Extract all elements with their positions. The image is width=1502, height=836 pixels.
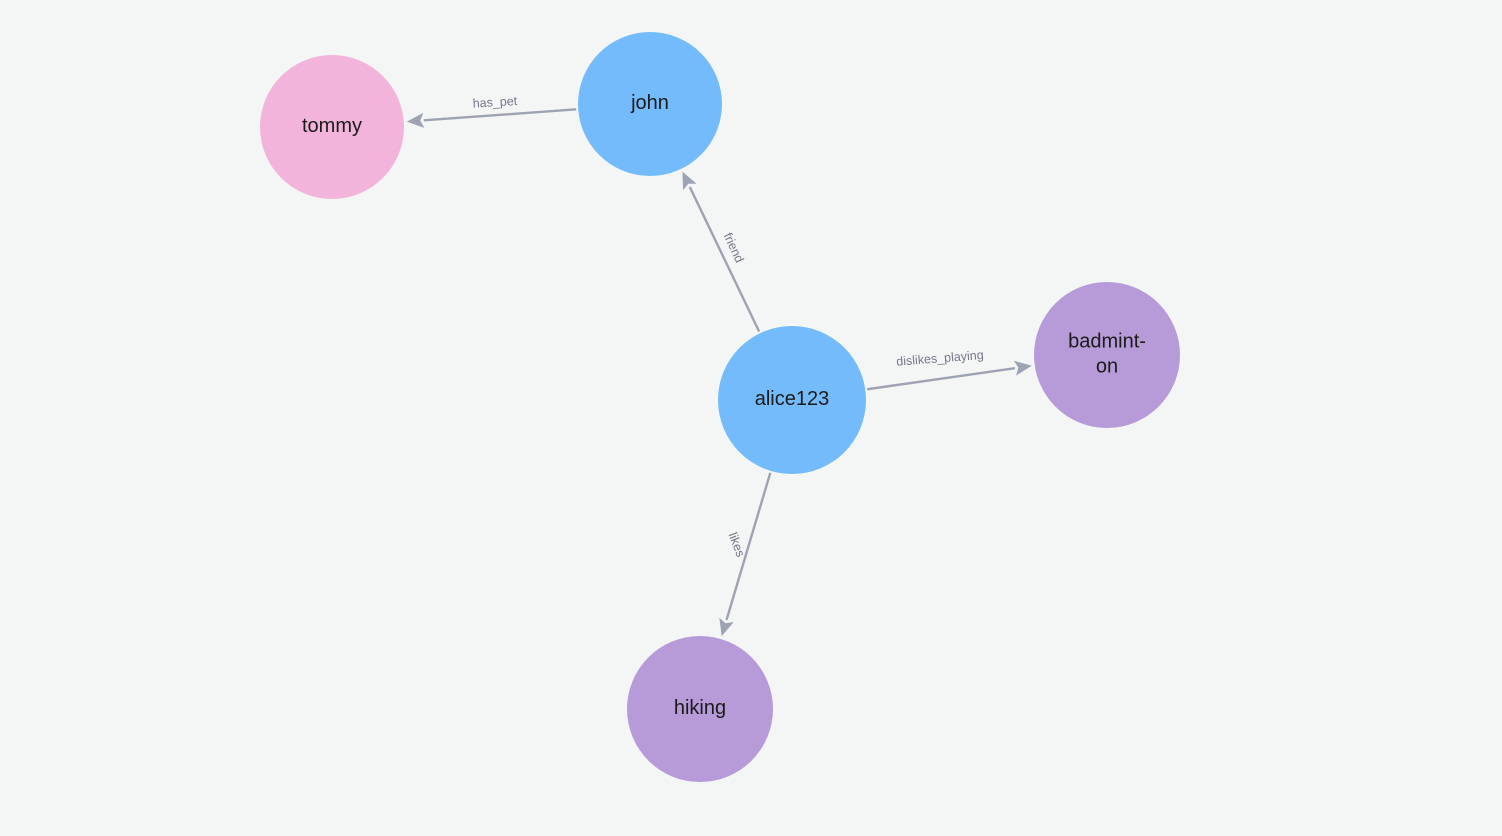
graph-node-badminton[interactable]: badmint-on: [1034, 282, 1180, 428]
graph-node-alice123[interactable]: alice123: [718, 326, 866, 474]
graph-edge[interactable]: [682, 171, 761, 332]
node-circle[interactable]: [1034, 282, 1180, 428]
edge-line: [725, 472, 772, 621]
edge-arrowhead-icon: [719, 617, 734, 637]
graph-edge[interactable]: [867, 360, 1032, 391]
edge-line: [423, 108, 577, 122]
graph-node-john[interactable]: john: [578, 32, 722, 176]
edge-line: [688, 186, 761, 332]
graph-edge[interactable]: [406, 108, 577, 128]
edge-line: [867, 366, 1016, 391]
graph-edge[interactable]: [719, 472, 772, 637]
edge-arrowhead-icon: [406, 112, 425, 128]
graph-node-hiking[interactable]: hiking: [627, 636, 773, 782]
node-circle[interactable]: [578, 32, 722, 176]
edges-layer: [406, 108, 1032, 637]
node-circle[interactable]: [260, 55, 404, 199]
edge-arrowhead-icon: [682, 171, 697, 191]
node-circle[interactable]: [627, 636, 773, 782]
node-circle[interactable]: [718, 326, 866, 474]
graph-node-tommy[interactable]: tommy: [260, 55, 404, 199]
edge-arrowhead-icon: [1013, 360, 1032, 376]
